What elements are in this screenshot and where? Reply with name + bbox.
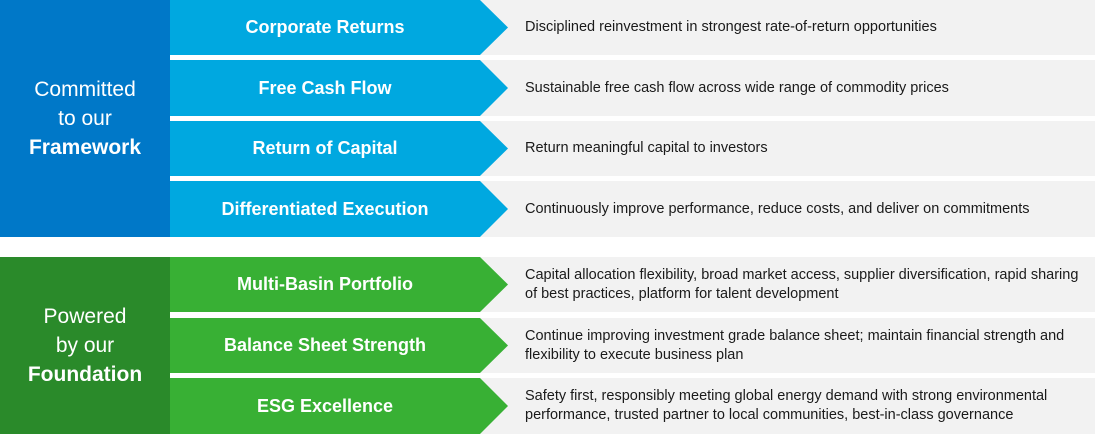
- item-description: Continuously improve performance, reduce…: [525, 200, 1030, 217]
- foundation-row-esg-excellence: ESG Excellence Safety first, responsibly…: [170, 378, 1095, 434]
- chevron-arrow: Differentiated Execution: [170, 181, 508, 237]
- item-description: Sustainable free cash flow across wide r…: [525, 79, 949, 96]
- item-title: Balance Sheet Strength: [223, 335, 427, 355]
- description-background: [480, 318, 1095, 373]
- description-background: [480, 181, 1095, 237]
- item-description: Return meaningful capital to investors: [525, 140, 768, 156]
- description-background: [480, 257, 1095, 312]
- foundation-row-multi-basin-portfolio: Multi-Basin Portfolio Capital allocation…: [170, 257, 1095, 312]
- framework-row-corporate-returns: Corporate Returns Disciplined reinvestme…: [170, 0, 1095, 55]
- item-title: Multi-Basin Portfolio: [237, 274, 413, 294]
- foundation-row-balance-sheet-strength: Balance Sheet Strength Continue improvin…: [170, 318, 1095, 373]
- chevron-arrow: Multi-Basin Portfolio: [170, 257, 508, 312]
- description-background: [480, 378, 1095, 434]
- framework-section: Committed to our Framework Corporate Ret…: [0, 0, 1095, 237]
- framework-row-free-cash-flow: Free Cash Flow Sustainable free cash flo…: [170, 60, 1095, 116]
- foundation-label-line2: by our: [55, 334, 115, 357]
- item-description: Capital allocation flexibility, broad ma…: [525, 266, 1079, 302]
- foundation-label-line3: Foundation: [27, 363, 143, 386]
- framework-row-return-of-capital: Return of Capital Return meaningful capi…: [170, 121, 1095, 176]
- item-description: Disciplined reinvestment in strongest ra…: [525, 19, 937, 35]
- framework-label-line1: Committed: [34, 78, 136, 101]
- item-title: Differentiated Execution: [221, 198, 429, 219]
- foundation-section: Powered by our Foundation Multi-Basin Po…: [0, 257, 1095, 434]
- item-title: Corporate Returns: [245, 17, 405, 37]
- chevron-arrow: Free Cash Flow: [170, 60, 508, 116]
- chevron-arrow: ESG Excellence: [170, 378, 508, 434]
- item-description: Safety first, responsibly meeting global…: [525, 388, 1048, 423]
- chevron-arrow: Return of Capital: [170, 121, 508, 176]
- chevron-arrow: Corporate Returns: [170, 0, 508, 55]
- item-description: Continue improving investment grade bala…: [525, 327, 1065, 363]
- foundation-label-panel: Powered by our Foundation: [0, 257, 170, 434]
- item-title: ESG Excellence: [256, 395, 394, 416]
- description-background: [480, 121, 1095, 176]
- framework-row-differentiated-execution: Differentiated Execution Continuously im…: [170, 181, 1095, 237]
- description-background: [480, 0, 1095, 55]
- framework-label-panel: Committed to our Framework: [0, 0, 170, 237]
- description-background: [480, 60, 1095, 116]
- framework-label-line3: Framework: [28, 136, 142, 159]
- framework-label-line2: to our: [58, 107, 112, 130]
- item-title: Return of Capital: [252, 138, 398, 158]
- chevron-arrow: Balance Sheet Strength: [170, 318, 508, 373]
- item-title: Free Cash Flow: [258, 77, 392, 98]
- foundation-label-line1: Powered: [43, 305, 127, 328]
